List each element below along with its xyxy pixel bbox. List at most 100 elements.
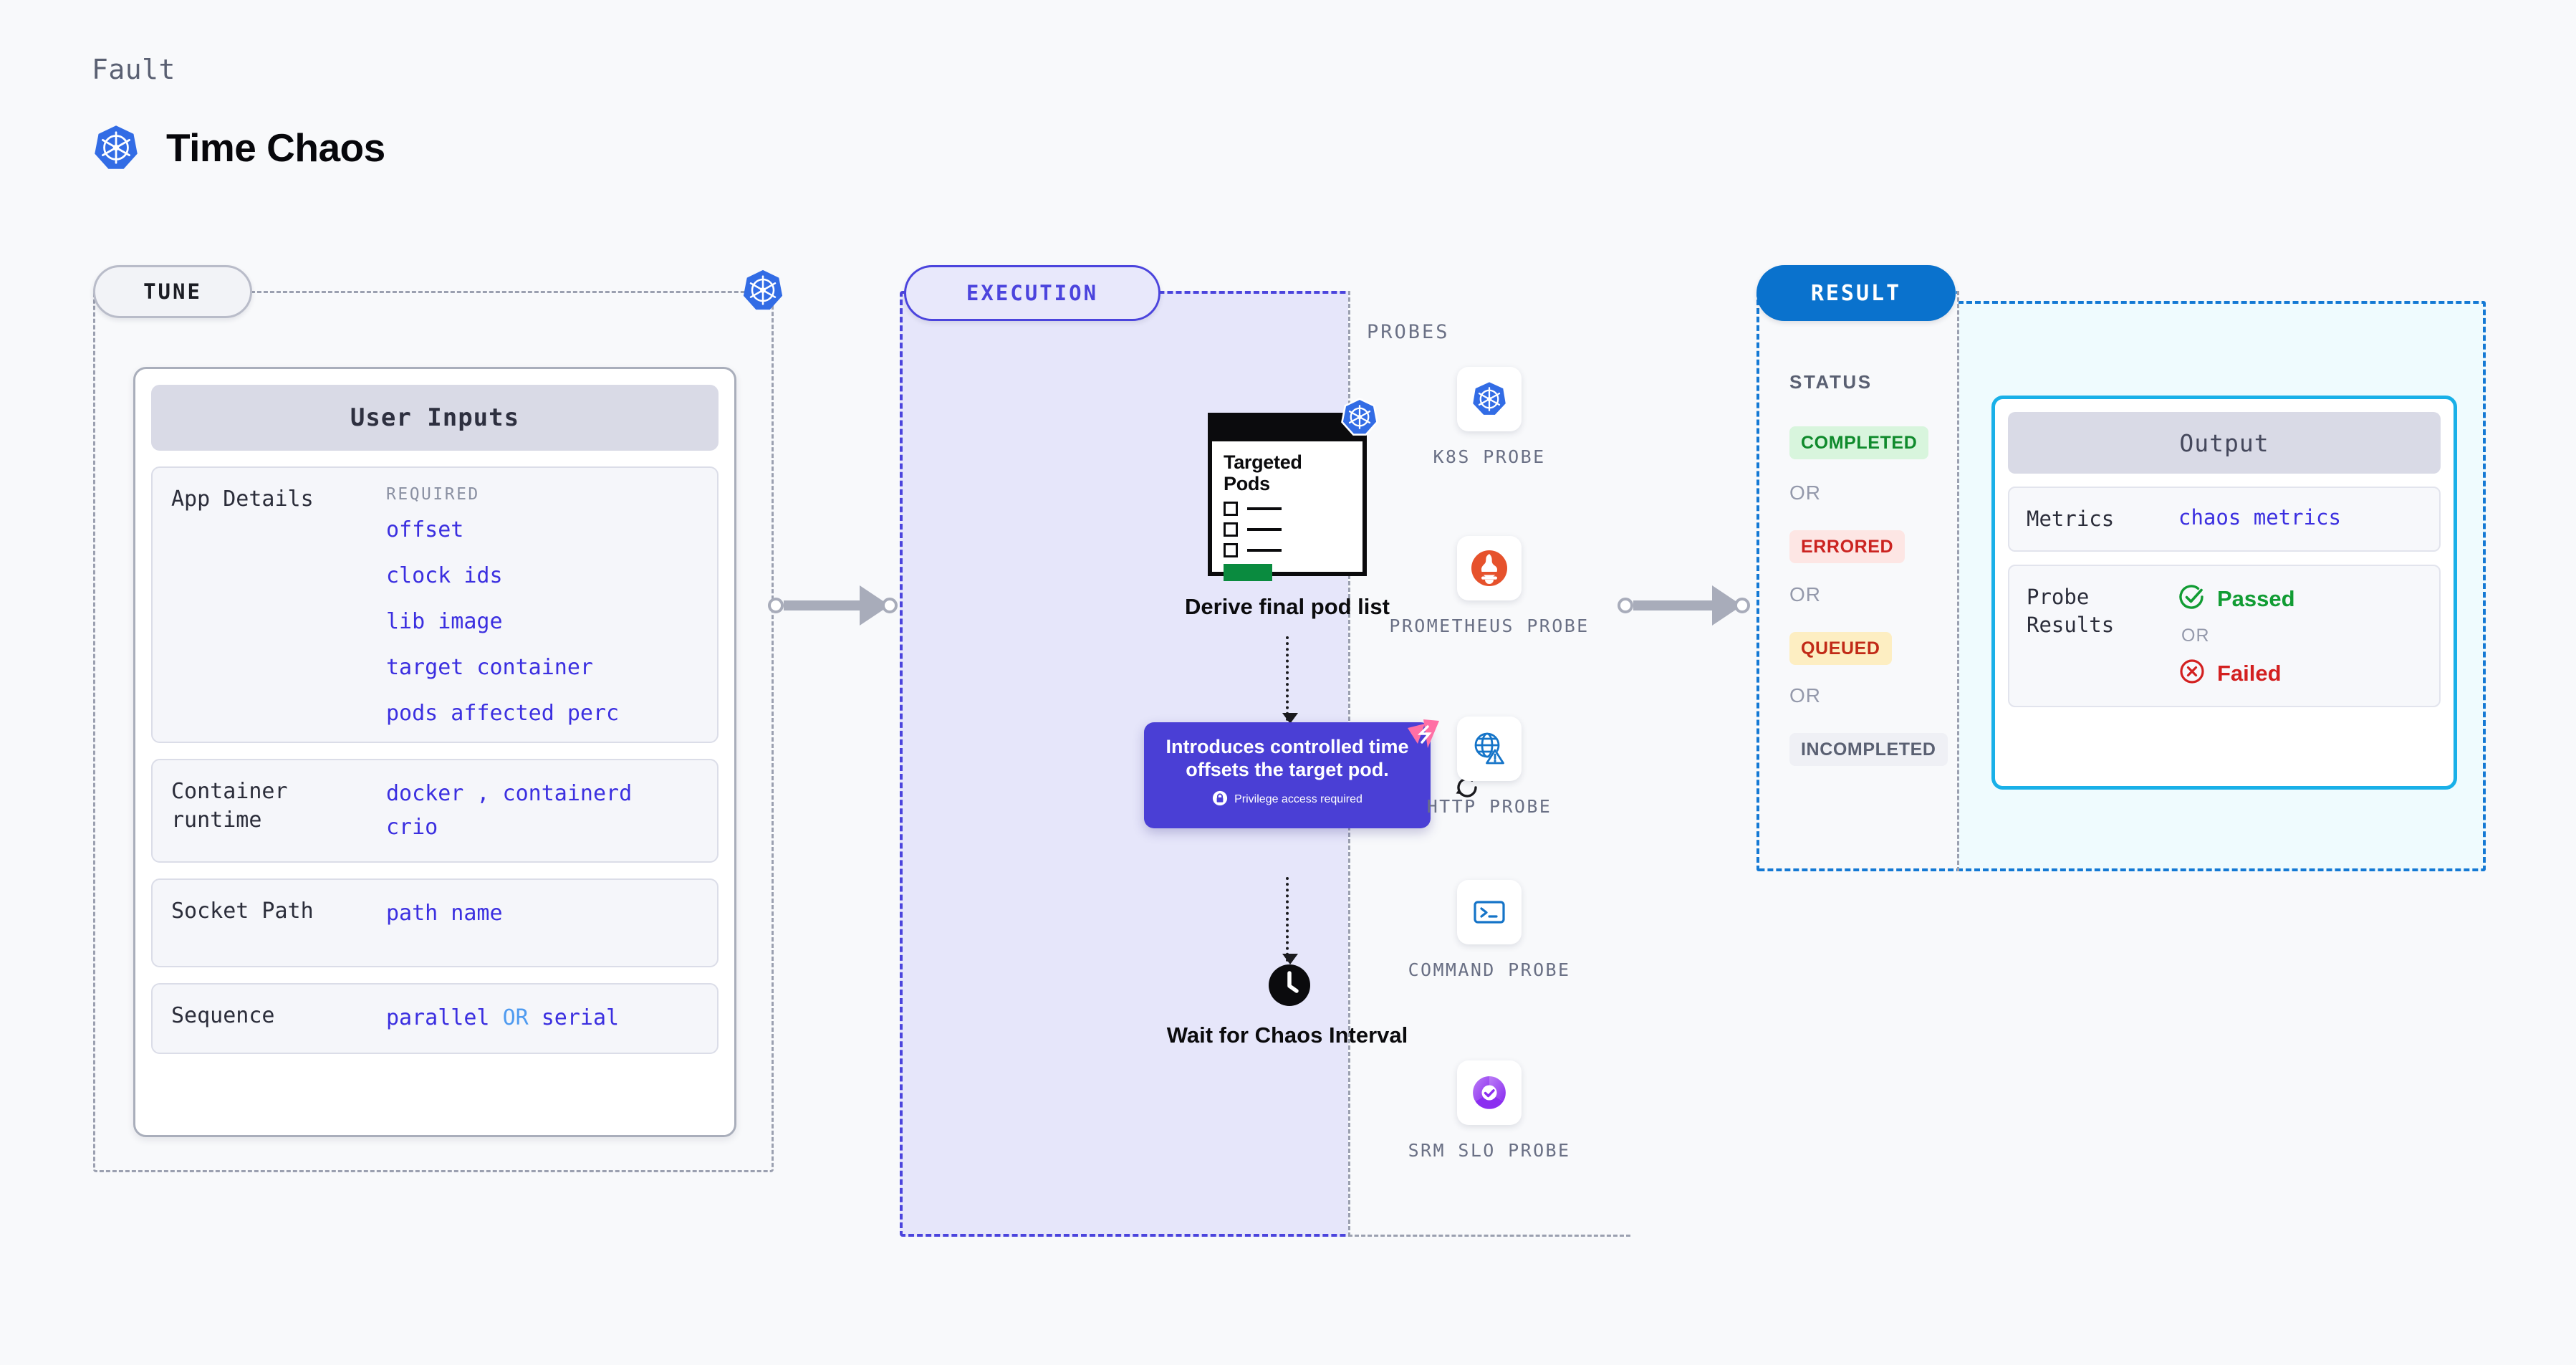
probe-result-passed: Passed: [2178, 583, 2295, 614]
row-value-left: parallel: [386, 1005, 490, 1030]
pods-checkbox-list: [1224, 502, 1351, 582]
connector-start-dot: [1618, 598, 1633, 613]
status-section-label: STATUS: [1789, 371, 1873, 393]
status-or-label: OR: [1789, 482, 1821, 504]
output-card: Output Metrics chaos metrics Probe Resul…: [1991, 396, 2457, 790]
row-value: pods affected perc: [386, 701, 620, 726]
row-value: target container: [386, 655, 593, 680]
row-label: Container runtime: [171, 779, 288, 833]
privilege-note: Privilege access required: [1234, 793, 1363, 806]
status-badge-errored: ERRORED: [1789, 530, 1905, 563]
tune-row-socket-path: Socket Path path name: [151, 878, 719, 967]
connector-start-dot: [768, 598, 784, 613]
probe-k8s[interactable]: K8S PROBE: [1348, 367, 1630, 470]
wait-chaos-interval-caption: Wait for Chaos Interval: [1166, 1022, 1408, 1048]
prometheus-icon: [1457, 536, 1522, 600]
tune-kubernetes-badge-icon: [741, 268, 785, 312]
output-card-title: Output: [2008, 412, 2441, 474]
connector-execution-to-result: [1618, 585, 1750, 626]
x-circle-icon: [2178, 658, 2206, 689]
probe-srm-slo[interactable]: SRM SLO PROBE: [1348, 1060, 1630, 1164]
tune-pill[interactable]: TUNE: [93, 265, 252, 318]
tune-row-sequence: Sequence parallel OR serial: [151, 983, 719, 1054]
output-row-probe-results: Probe Results Passed OR: [2008, 565, 2441, 708]
row-label: Metrics: [2027, 507, 2115, 531]
user-inputs-card: User Inputs App Details REQUIRED offset …: [133, 367, 736, 1137]
page-title: Time Chaos: [166, 125, 385, 170]
connector-tune-to-execution: [768, 585, 898, 626]
result-pill[interactable]: RESULT: [1756, 265, 1956, 321]
row-label: Probe Results: [2027, 585, 2115, 638]
passed-label: Passed: [2217, 585, 2295, 611]
probe-http[interactable]: HTTP PROBE: [1348, 717, 1630, 820]
pods-kubernetes-badge-icon: [1340, 397, 1380, 437]
probe-label: PROMETHEUS PROBE: [1389, 616, 1590, 636]
probe-result-or: OR: [2181, 626, 2210, 646]
list-item: [1224, 543, 1351, 558]
kubernetes-icon: [1457, 367, 1522, 431]
row-label: App Details: [171, 487, 314, 512]
checkbox-icon: [1224, 522, 1238, 537]
terminal-icon: [1457, 880, 1522, 944]
check-circle-icon: [2178, 583, 2206, 614]
page-title-row: Time Chaos: [92, 123, 385, 172]
chaos-fault-icon: [1406, 718, 1441, 749]
progress-bar: [1224, 564, 1272, 582]
status-or-label: OR: [1789, 583, 1821, 605]
status-badge-completed: COMPLETED: [1789, 426, 1929, 459]
row-value: offset: [386, 517, 464, 542]
status-badge-queued: QUEUED: [1789, 632, 1892, 665]
row-value: crio: [386, 814, 438, 840]
list-item: [1224, 522, 1351, 537]
row-value: docker , containerd: [386, 781, 633, 806]
tune-row-app-details: App Details REQUIRED offset clock ids li…: [151, 466, 719, 743]
flow-arrow-1: [1282, 636, 1298, 724]
pods-card-title: Targeted Pods: [1224, 451, 1302, 495]
lock-icon: [1212, 790, 1228, 810]
probe-result-failed: Failed: [2178, 658, 2295, 689]
user-inputs-title: User Inputs: [151, 385, 719, 451]
probe-label: HTTP PROBE: [1426, 796, 1552, 817]
fault-description-text: Introduces controlled time offsets the t…: [1166, 736, 1409, 781]
placeholder-line: [1247, 549, 1282, 552]
clock-icon: [1267, 963, 1312, 1007]
failed-label: Failed: [2217, 660, 2282, 686]
output-row-metrics: Metrics chaos metrics: [2008, 487, 2441, 552]
probe-label: SRM SLO PROBE: [1408, 1140, 1571, 1161]
tune-row-container-runtime: Container runtime docker , containerd cr…: [151, 759, 719, 863]
privilege-badge: Privilege access required: [1212, 790, 1363, 810]
probe-label: COMMAND PROBE: [1408, 959, 1571, 980]
row-label: Sequence: [171, 1003, 275, 1028]
execution-pill[interactable]: EXECUTION: [904, 265, 1160, 321]
probe-command[interactable]: COMMAND PROBE: [1348, 880, 1630, 983]
connector-bar: [784, 600, 861, 610]
row-value-right: serial: [541, 1005, 620, 1030]
row-value: clock ids: [386, 563, 503, 588]
tune-region: [93, 291, 774, 1172]
placeholder-line: [1247, 507, 1282, 511]
probe-prometheus[interactable]: PROMETHEUS PROBE: [1348, 536, 1630, 639]
execution-flow: Targeted Pods: [900, 291, 1630, 1237]
row-value-or: OR: [502, 1005, 529, 1030]
targeted-pods-card: Targeted Pods: [1208, 413, 1367, 582]
status-region: [1756, 291, 1959, 871]
connector-end-dot: [1734, 598, 1750, 613]
flow-arrow-2: [1282, 877, 1298, 964]
placeholder-line: [1247, 528, 1282, 532]
status-output-divider: [1957, 291, 1959, 871]
row-value: path name: [386, 901, 503, 926]
fault-description-box: Introduces controlled time offsets the t…: [1144, 722, 1431, 828]
status-badge-incompleted: INCOMPLETED: [1789, 733, 1948, 766]
globe-warning-icon: [1457, 717, 1522, 781]
required-label: REQUIRED: [386, 485, 480, 504]
kubernetes-icon: [92, 123, 140, 172]
slo-donut-check-icon: [1457, 1060, 1522, 1125]
pods-card-titlebar: [1212, 417, 1363, 441]
derive-pod-list-caption: Derive final pod list: [1185, 594, 1390, 619]
list-item: [1224, 502, 1351, 517]
row-label: Socket Path: [171, 899, 314, 924]
status-or-label: OR: [1789, 684, 1821, 707]
connector-end-dot: [882, 598, 898, 613]
probes-section-label: PROBES: [1367, 321, 1450, 343]
